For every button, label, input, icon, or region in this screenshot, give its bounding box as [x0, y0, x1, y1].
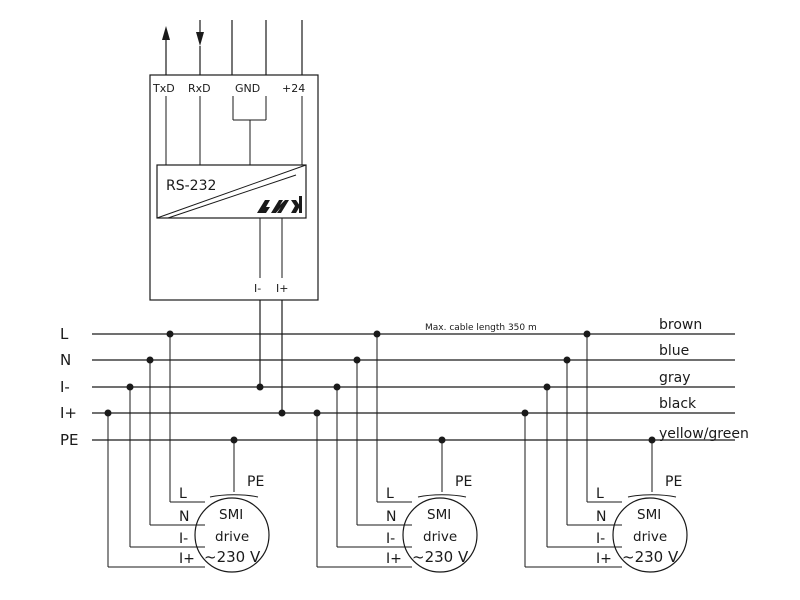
drive-2-subtitle: drive	[423, 529, 457, 545]
drive-3-pe-label: PE	[665, 474, 682, 490]
drive-2-title: SMI	[427, 507, 451, 523]
drive-1-subtitle: drive	[215, 529, 249, 545]
color-label-gray: gray	[659, 370, 691, 386]
pin-plus24: +24	[282, 82, 305, 95]
color-label-brown: brown	[659, 317, 702, 333]
drive-unit-3: PE L N I- I+ SMI drive ~230 V	[521, 330, 688, 573]
drive-3-pin-i-minus: I-	[596, 531, 605, 547]
drive-1-pe-label: PE	[247, 474, 264, 490]
rxd-arrow-down-icon	[196, 32, 204, 46]
drive-3-pin-n: N	[596, 509, 606, 525]
drive-1-voltage: ~230 V	[204, 548, 261, 566]
drive-2-pin-n: N	[386, 509, 396, 525]
drive-3-pin-i-plus: I+	[596, 551, 612, 567]
converter-top-lines	[162, 20, 303, 75]
smi-logo	[257, 196, 302, 213]
color-label-black: black	[659, 396, 697, 412]
pin-i-minus: I-	[254, 282, 261, 295]
drive-2-pin-l: L	[386, 486, 394, 502]
drive-2-pe-label: PE	[455, 474, 472, 490]
pin-i-plus: I+	[276, 282, 288, 295]
drive-2-pin-i-minus: I-	[386, 531, 395, 547]
pin-txd: TxD	[152, 82, 175, 95]
drive-1-title: SMI	[219, 507, 243, 523]
drive-1-pin-i-plus: I+	[179, 551, 195, 567]
drive-1-pin-n: N	[179, 509, 189, 525]
drive-3-motor-circle	[612, 497, 688, 573]
drive-1-pin-l: L	[179, 486, 187, 502]
bus-label-i-minus: I-	[60, 378, 70, 396]
drive-3-title: SMI	[637, 507, 661, 523]
drive-2-voltage: ~230 V	[412, 548, 469, 566]
drive-3-voltage: ~230 V	[622, 548, 679, 566]
drive-3-subtitle: drive	[633, 529, 667, 545]
rs232-label: RS-232	[166, 178, 216, 194]
bus-label-i-plus: I+	[60, 404, 77, 422]
rs232-converter: TxD RxD GND +24 RS-232 I- I+	[149, 74, 319, 301]
drive-1-pin-i-minus: I-	[179, 531, 188, 547]
pin-rxd: RxD	[188, 82, 211, 95]
cable-length-note: Max. cable length 350 m	[425, 323, 537, 333]
bus-label-pe: PE	[60, 431, 79, 449]
color-label-yellow-green: yellow/green	[659, 426, 749, 442]
bus-lines: L N I- I+ PE brown blue gray black yello…	[60, 317, 749, 449]
color-label-blue: blue	[659, 343, 689, 359]
pin-gnd: GND	[235, 82, 260, 95]
drive-2-motor-circle	[402, 497, 478, 573]
drive-1-motor-circle	[194, 497, 270, 573]
drive-3-pin-l: L	[596, 486, 604, 502]
rs232-module	[156, 164, 307, 219]
bus-label-l: L	[60, 325, 69, 343]
converter-housing	[149, 74, 319, 301]
drive-unit-2: PE L N I- I+ SMI drive ~230 V	[313, 330, 478, 573]
drive-unit-1: PE L N I- I+ SMI drive ~230 V	[104, 330, 270, 573]
bus-label-n: N	[60, 351, 71, 369]
txd-arrow-up-icon	[162, 26, 170, 40]
drive-2-pin-i-plus: I+	[386, 551, 402, 567]
